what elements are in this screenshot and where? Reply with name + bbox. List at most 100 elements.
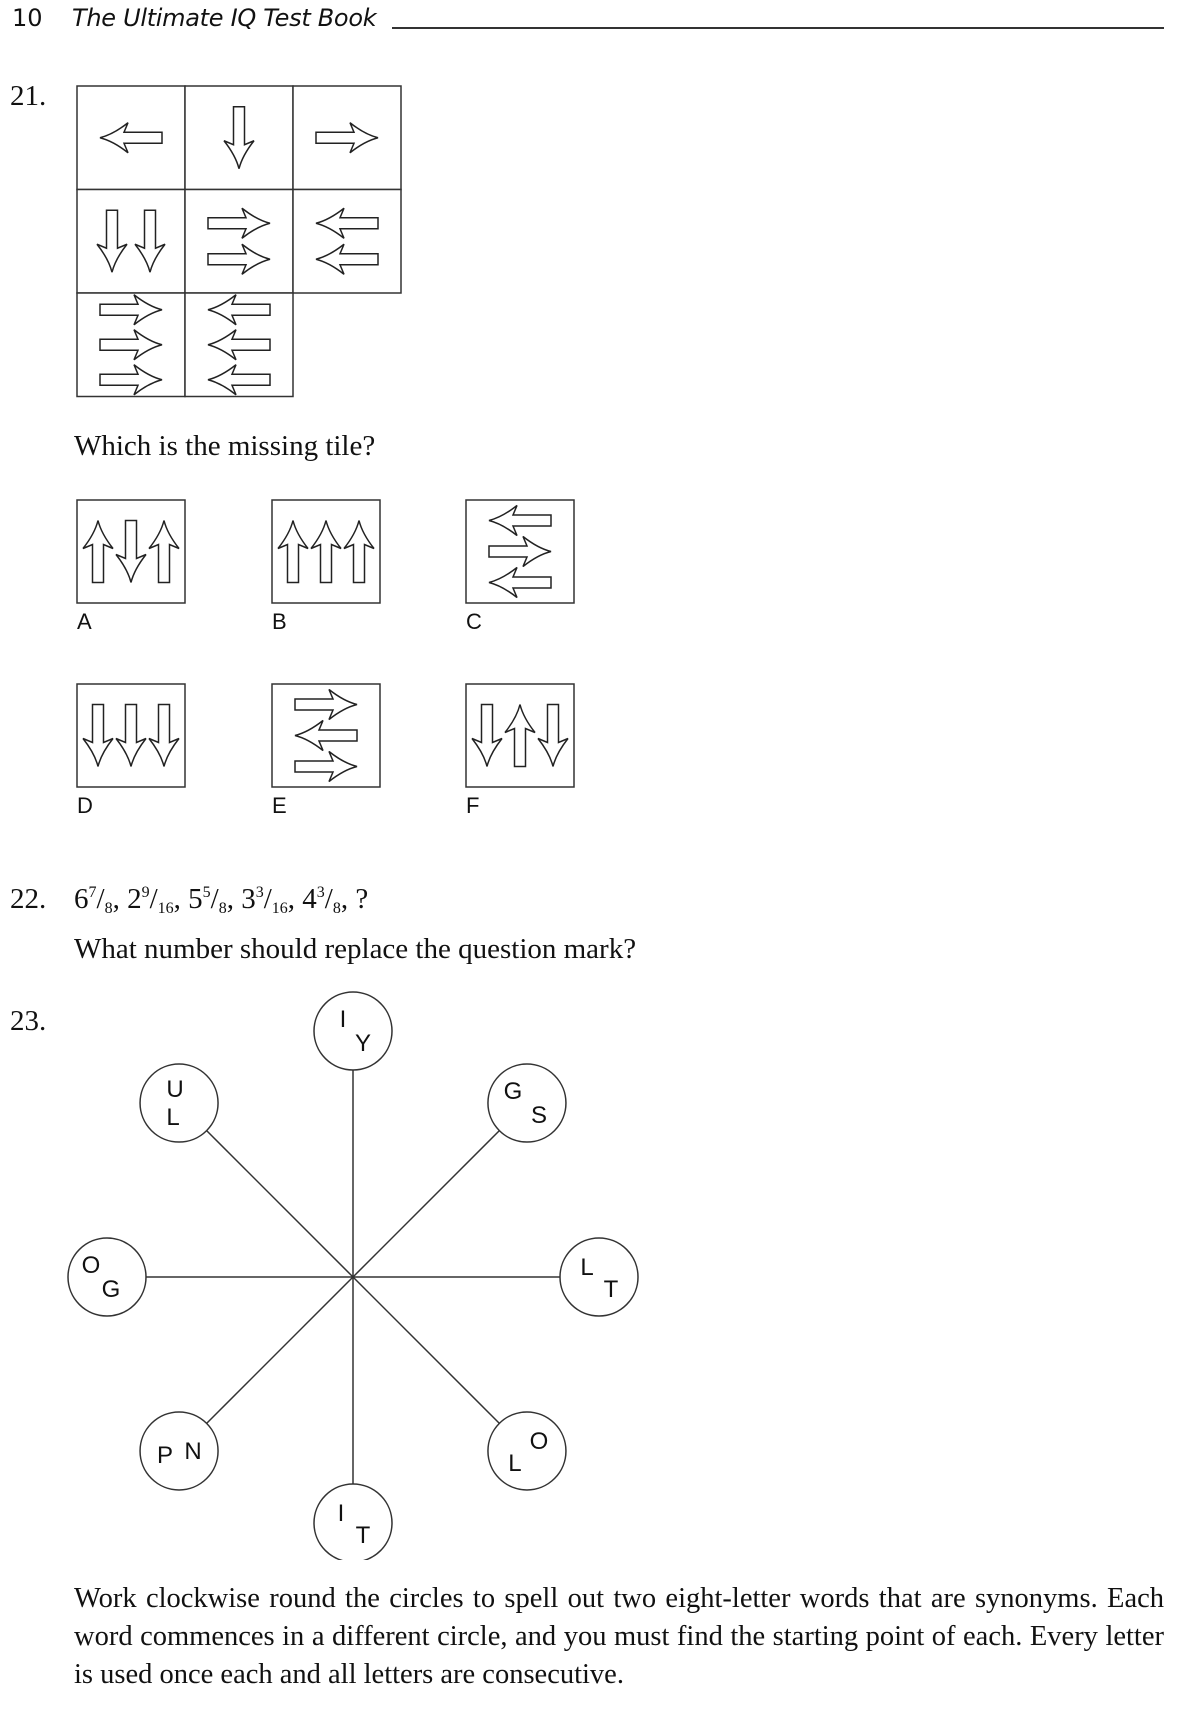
option-label-a: A xyxy=(77,609,92,634)
letter-circle-top-right: GS xyxy=(487,1063,567,1143)
option-tile-a xyxy=(76,499,186,604)
circle-outline xyxy=(487,1063,567,1143)
down-arrow-icon xyxy=(134,209,166,273)
grid-tile-r3-c2 xyxy=(184,292,294,398)
circle-outline xyxy=(139,1411,219,1491)
down-arrow-icon xyxy=(223,106,255,169)
circle-letter: O xyxy=(82,1252,101,1279)
sequence-term: 43/8 xyxy=(302,883,341,917)
circle-outline xyxy=(487,1411,567,1491)
left-arrow-icon xyxy=(99,122,163,154)
option-tile-d xyxy=(76,683,186,788)
grid-tile-r3-c1 xyxy=(76,292,186,398)
circle-outline xyxy=(313,1483,393,1560)
spoke-bottom-left xyxy=(206,1276,354,1424)
grid-tile-r2-c3 xyxy=(292,188,402,294)
right-arrow-icon xyxy=(99,364,163,396)
option-tile-c xyxy=(465,499,575,604)
down-arrow-icon xyxy=(537,703,569,767)
up-arrow-icon xyxy=(310,520,342,584)
grid-tile-r1-c1 xyxy=(76,85,186,191)
grid-tile-r1-c3 xyxy=(292,85,402,191)
tile-border xyxy=(292,188,402,294)
spoke-top-right xyxy=(352,1130,500,1278)
question-21-number: 21. xyxy=(10,80,47,112)
header-rule xyxy=(392,27,1164,29)
right-arrow-icon xyxy=(294,750,358,783)
down-arrow-icon xyxy=(115,703,147,767)
option-tile-f xyxy=(465,683,575,788)
circle-outline xyxy=(67,1237,147,1317)
right-arrow-icon xyxy=(207,207,271,239)
circle-letter: N xyxy=(184,1438,201,1465)
circle-letter: L xyxy=(580,1254,593,1281)
grid-tile-r2-c1 xyxy=(76,188,186,294)
letter-circle-top-left: UL xyxy=(139,1063,219,1143)
sequence-term: 29/16 xyxy=(127,883,174,917)
right-arrow-icon xyxy=(207,243,271,275)
up-arrow-icon xyxy=(504,704,536,768)
question-21-prompt: Which is the missing tile? xyxy=(74,430,376,462)
left-arrow-icon xyxy=(294,719,358,752)
option-label-e: E xyxy=(272,793,287,818)
running-header-title: The Ultimate IQ Test Book xyxy=(72,4,377,32)
right-arrow-icon xyxy=(99,294,163,326)
down-arrow-icon xyxy=(471,703,503,767)
down-arrow-icon xyxy=(115,519,147,583)
option-label-f: F xyxy=(466,793,480,818)
circle-outline xyxy=(313,991,393,1071)
tile-border xyxy=(184,188,294,294)
circle-letter: P xyxy=(157,1442,173,1469)
page-number: 10 xyxy=(12,4,43,32)
question-21-grid xyxy=(76,85,402,398)
circle-letter: T xyxy=(604,1276,619,1303)
right-arrow-icon xyxy=(315,122,379,154)
letter-circle-right: LT xyxy=(559,1237,639,1317)
left-arrow-icon xyxy=(315,243,379,275)
grid-tile-r2-c2 xyxy=(184,188,294,294)
question-23-number: 23. xyxy=(10,1005,47,1037)
left-arrow-icon xyxy=(207,329,271,361)
question-22-prompt: What number should replace the question … xyxy=(74,933,637,965)
letter-circle-top: IY xyxy=(313,991,393,1071)
circle-letter: Y xyxy=(355,1030,371,1057)
letter-circle-bottom-right: OL xyxy=(487,1411,567,1491)
down-arrow-icon xyxy=(82,703,114,767)
circle-letter: S xyxy=(531,1102,547,1129)
question-23-instructions: Work clockwise round the circles to spel… xyxy=(74,1583,1164,1690)
left-arrow-icon xyxy=(488,566,552,599)
spoke-bottom-right xyxy=(352,1276,500,1424)
sequence-term: 33/16 xyxy=(241,883,288,917)
left-arrow-icon xyxy=(315,207,379,239)
option-label-d: D xyxy=(77,793,93,818)
down-arrow-icon xyxy=(96,209,128,273)
tile-border xyxy=(292,85,402,191)
up-arrow-icon xyxy=(277,520,309,584)
circle-outline xyxy=(139,1063,219,1143)
circle-letter: G xyxy=(102,1276,121,1303)
left-arrow-icon xyxy=(488,504,552,537)
unknown-term: ? xyxy=(355,883,369,915)
circle-letter: L xyxy=(166,1104,179,1131)
left-arrow-icon xyxy=(207,294,271,326)
circle-letter: I xyxy=(338,1500,345,1527)
circle-letter: L xyxy=(508,1450,521,1477)
right-arrow-icon xyxy=(99,329,163,361)
circle-letter: O xyxy=(530,1428,549,1455)
circle-letter: G xyxy=(504,1078,523,1105)
right-arrow-icon xyxy=(294,688,358,721)
option-tile-b xyxy=(271,499,381,604)
question-22-sequence: 67/8, 29/16, 55/8, 33/16, 43/8, ? xyxy=(74,883,369,917)
spoke-top-left xyxy=(206,1130,354,1278)
option-tile-e xyxy=(271,683,381,788)
circle-letter: T xyxy=(356,1522,371,1549)
circle-outline xyxy=(559,1237,639,1317)
grid-tile-r1-c2 xyxy=(184,85,294,191)
question-22-number: 22. xyxy=(10,883,47,915)
sequence-term: 55/8 xyxy=(188,883,227,917)
sequence-term: 67/8 xyxy=(74,883,113,917)
tile-border xyxy=(76,188,186,294)
option-label-b: B xyxy=(272,609,287,634)
